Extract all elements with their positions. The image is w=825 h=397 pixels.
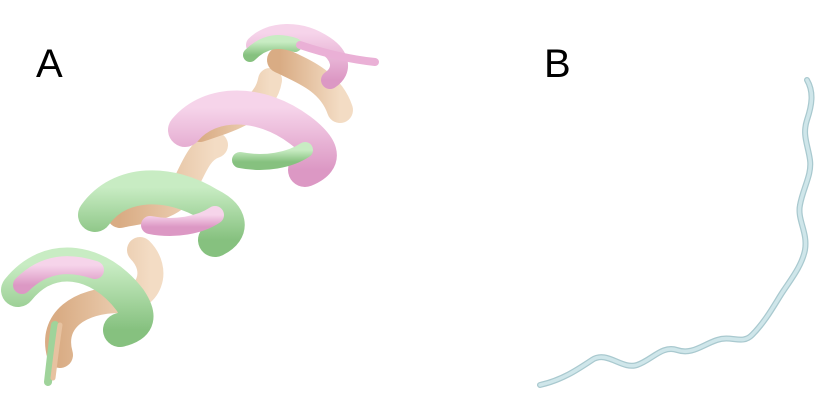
random-coil-render (412, 0, 825, 397)
panel-b: B (412, 0, 825, 397)
coil-chain (540, 80, 812, 385)
panel-a: A (0, 0, 412, 397)
helix-overlay-render (0, 0, 412, 397)
